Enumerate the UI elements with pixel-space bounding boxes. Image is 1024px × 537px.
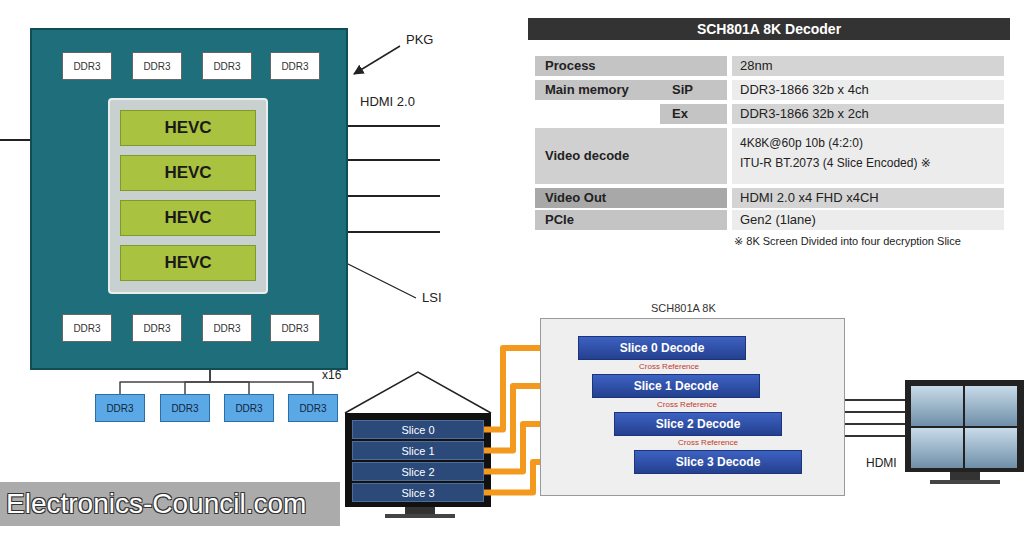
- node-text: DDR3: [281, 61, 308, 72]
- port-label: HDMI 2.0: [360, 94, 415, 109]
- source-tv: [345, 372, 491, 518]
- slice-band: Slice 1: [352, 441, 484, 460]
- display-tv: [905, 380, 1024, 484]
- slice-band: Slice 2: [352, 462, 484, 481]
- node-text: DDR3: [73, 61, 100, 72]
- node-text: DDR3: [213, 61, 240, 72]
- node-heading: LSI: [422, 290, 442, 305]
- table-cell: 28nm: [740, 56, 773, 76]
- table-note: ※ 8K Screen Divided into four decryption…: [734, 233, 961, 249]
- node-text: Slice 3: [401, 487, 434, 499]
- table-cell: HDMI 2.0 x4 FHD x4CH: [740, 188, 879, 208]
- external-ddr3: DDR3: [160, 394, 210, 422]
- table-cell: Main memory: [545, 80, 629, 100]
- table-cell: ITU-R BT.2073 (4 Slice Encoded) ※: [740, 154, 931, 172]
- slice-decoder: Slice 2 Decode: [614, 412, 782, 436]
- node-text: HEVC: [164, 253, 211, 273]
- table-cell: DDR3-1866 32b x 4ch: [740, 80, 869, 100]
- node-text: Slice 2: [401, 466, 434, 478]
- pkg-pointer: [354, 46, 400, 74]
- table-grid: [528, 18, 1010, 230]
- external-ddr3: DDR3: [224, 394, 274, 422]
- external-ddr3: DDR3: [288, 394, 338, 422]
- hevc-core: HEVC: [120, 200, 256, 236]
- ddr3-chip: DDR3: [270, 314, 320, 342]
- node-text: DDR3: [106, 403, 133, 414]
- node-text: DDR3: [235, 403, 262, 414]
- memory-bus: [185, 370, 210, 394]
- slice-band: Slice 0: [352, 420, 484, 439]
- ddr3-chip: DDR3: [62, 314, 112, 342]
- node-text: Slice 0: [401, 424, 434, 436]
- ddr3-chip: DDR3: [62, 52, 112, 80]
- memory-bus: [210, 370, 313, 394]
- node-text: Slice 0 Decode: [620, 341, 705, 355]
- ddr3-chip: DDR3: [270, 52, 320, 80]
- edge-label: Cross Reference: [655, 400, 719, 410]
- node-text: Slice 2 Decode: [656, 417, 741, 431]
- node-text: DDR3: [299, 403, 326, 414]
- slice-decoder: Slice 1 Decode: [592, 374, 760, 398]
- port-label: HDMI: [866, 456, 897, 470]
- ddr3-chip: DDR3: [132, 314, 182, 342]
- table-cell: PCIe: [545, 210, 574, 230]
- table-cell: DDR3-1866 32b x 2ch: [740, 104, 869, 124]
- node-text: Slice 1: [401, 445, 434, 457]
- edge-label: Cross Reference: [676, 438, 740, 448]
- table-cell: 4K8K@60p 10b (4:2:0): [740, 134, 863, 152]
- node-heading: PKG: [406, 32, 433, 47]
- ddr3-chip: DDR3: [132, 52, 182, 80]
- package-substrate: PKGDDR3DDR3DDR3DDR3LSIHEVCHEVCHEVCHEVCDD…: [30, 28, 348, 370]
- node-text: HEVC: [164, 118, 211, 138]
- node-text: Slice 1 Decode: [634, 379, 719, 393]
- table-cell: Ex: [672, 104, 688, 124]
- node-text: DDR3: [213, 323, 240, 334]
- table-cell: Gen2 (1lane): [740, 210, 816, 230]
- node-text: DDR3: [171, 403, 198, 414]
- hevc-core: HEVC: [120, 245, 256, 281]
- node-text: HEVC: [164, 163, 211, 183]
- slice-band: Slice 3: [352, 483, 484, 502]
- table-title: SCH801A 8K Decoder: [528, 18, 1010, 40]
- slice-decoder: Slice 3 Decode: [634, 450, 802, 474]
- node-text: DDR3: [143, 61, 170, 72]
- memory-bus: [120, 370, 210, 394]
- hevc-core: HEVC: [120, 110, 256, 146]
- node-heading: SCH801A 8K: [651, 302, 716, 314]
- ddr3-chip: DDR3: [202, 314, 252, 342]
- external-ddr3: DDR3: [95, 394, 145, 422]
- node-text: HEVC: [164, 208, 211, 228]
- table-cell: Video decode: [545, 146, 629, 166]
- node-text: DDR3: [281, 323, 308, 334]
- hdmi-cables: [845, 400, 905, 436]
- node-text: Slice 3 Decode: [676, 455, 761, 469]
- node-text: DDR3: [143, 323, 170, 334]
- count-label: x16: [322, 368, 341, 382]
- lsi-die: LSIHEVCHEVCHEVCHEVC: [108, 98, 268, 294]
- table-cell: Video Out: [545, 188, 606, 208]
- table-cell: SiP: [672, 80, 693, 100]
- watermark: Electronics-Council.com: [0, 482, 340, 526]
- node-text: DDR3: [73, 323, 100, 334]
- ddr3-chip: DDR3: [202, 52, 252, 80]
- hevc-core: HEVC: [120, 155, 256, 191]
- slice-decoder: Slice 0 Decode: [578, 336, 746, 360]
- table-cell: Process: [545, 56, 596, 76]
- edge-label: Cross Reference: [637, 362, 701, 372]
